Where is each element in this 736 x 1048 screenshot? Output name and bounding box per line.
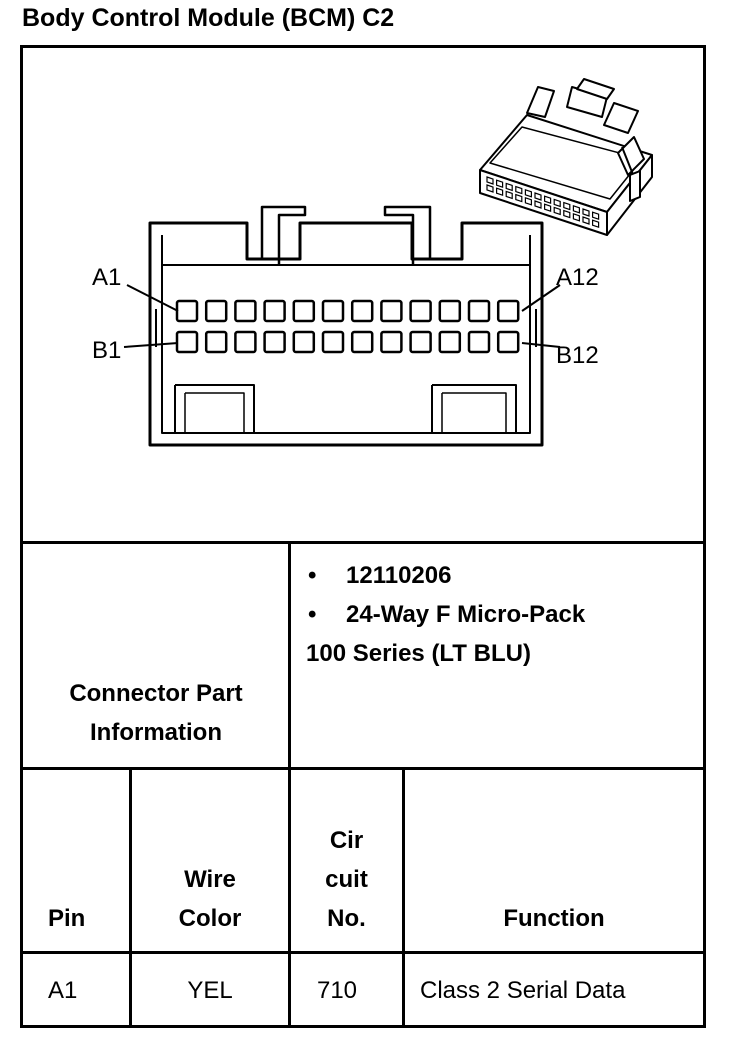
header-circuit-no: Cir cuit No. [291,821,402,938]
pin-cavity-b1 [175,330,199,354]
iso-pin [582,216,590,225]
iso-pin [553,198,561,208]
pin-cavity-a1 [175,299,199,323]
cell-circuit: 710 [316,977,358,1004]
pin-cavity-b12 [496,330,520,354]
frame-right [703,45,706,1028]
cell-pin: A1 [48,977,78,1004]
frame-top [20,45,706,48]
cell-wire-color: YEL [187,977,233,1004]
iso-pin [563,209,571,219]
part-description: 24-Way F Micro-Pack [346,601,586,628]
pin-cavity-a3 [234,299,257,323]
iso-pin [505,182,513,192]
connector-3d-pin-array [486,176,600,229]
iso-pin [496,179,504,189]
iso-pin [515,193,523,203]
iso-pin [505,190,513,200]
header-function: Function [503,905,605,932]
divider-header [20,951,706,954]
pin-cavity-a7 [350,299,374,323]
iso-pin [515,185,523,195]
iso-pin [543,195,552,205]
pin-leader-lines [123,284,561,348]
pin-cavity-grid [175,299,520,354]
pin-cavity-b3 [234,330,257,354]
pin-label-a12: A12 [556,264,599,291]
header-wire-color-line1: Wire [184,866,236,893]
connector-face [148,205,544,447]
pin-cavity-b8 [380,330,403,354]
connector-diagram: A1 B1 A12 B12 [92,78,653,447]
iso-pin [524,188,532,198]
pin-cavity-a4 [263,299,286,323]
part-number-item: • 12110206 [308,562,451,590]
pin-cavity-a10 [438,299,462,323]
iso-pin [563,201,571,211]
pin-cavity-b4 [263,330,286,354]
iso-pin [543,203,552,213]
pin-cavity-b6 [321,330,345,354]
header-circuit-line2: cuit [325,866,368,893]
pin-cavity-a5 [292,299,316,323]
iso-pin [572,212,581,222]
divider-info [20,767,706,770]
pin-cavity-a12 [496,299,520,323]
pin-cavity-b5 [292,330,316,354]
iso-pin [582,208,590,217]
bullet-2: • [308,601,317,628]
pin-cavity-b11 [467,330,491,354]
frame-bottom [20,1025,706,1028]
pin-label-a1: A1 [92,264,121,291]
divider-info-col [288,541,291,769]
col-divider-2 [288,767,291,1028]
pin-cavity-a9 [409,299,432,323]
iso-pin [486,176,494,185]
header-wire-color: Wire Color [132,860,288,938]
iso-pin [591,211,600,221]
iso-pin [553,206,561,216]
iso-pin [524,196,532,206]
part-series: 100 Series (LT BLU) [306,640,531,667]
pin-cavity-b7 [350,330,374,354]
header-circuit-line3: No. [327,905,366,932]
connector-part-info-line2: Information [90,719,222,746]
connector-part-info-label: Connector Part Information [22,674,290,752]
iso-pin [591,219,600,229]
iso-pin [572,204,581,214]
pin-cavity-b9 [409,330,432,354]
part-number: 12110206 [346,562,452,589]
pin-cavity-b10 [438,330,462,354]
iso-pin [534,192,542,201]
pin-cavity-a8 [380,299,403,323]
divider-diagram [20,541,706,544]
cell-function: Class 2 Serial Data [420,977,626,1004]
iso-pin [486,184,494,193]
header-wire-color-line2: Color [178,905,242,932]
iso-pin [496,187,504,197]
bullet-1: • [308,562,317,589]
col-divider-3 [402,767,405,1028]
pin-cavity-a2 [204,299,228,323]
header-circuit-line1: Cir [329,827,364,854]
pin-label-b12: B12 [556,342,599,369]
pin-cavity-a6 [321,299,345,323]
iso-pin [534,200,542,209]
frame-left [20,45,23,1028]
pin-cavity-a11 [467,299,491,323]
connector-part-info-line1: Connector Part [69,680,243,707]
pin-cavity-b2 [204,330,228,354]
pin-label-b1: B1 [92,337,121,364]
part-description-item: • 24-Way F Micro-Pack [308,601,585,629]
page-title: Body Control Module (BCM) C2 [22,4,395,32]
header-pin: Pin [48,905,86,932]
col-divider-1 [129,767,132,1028]
